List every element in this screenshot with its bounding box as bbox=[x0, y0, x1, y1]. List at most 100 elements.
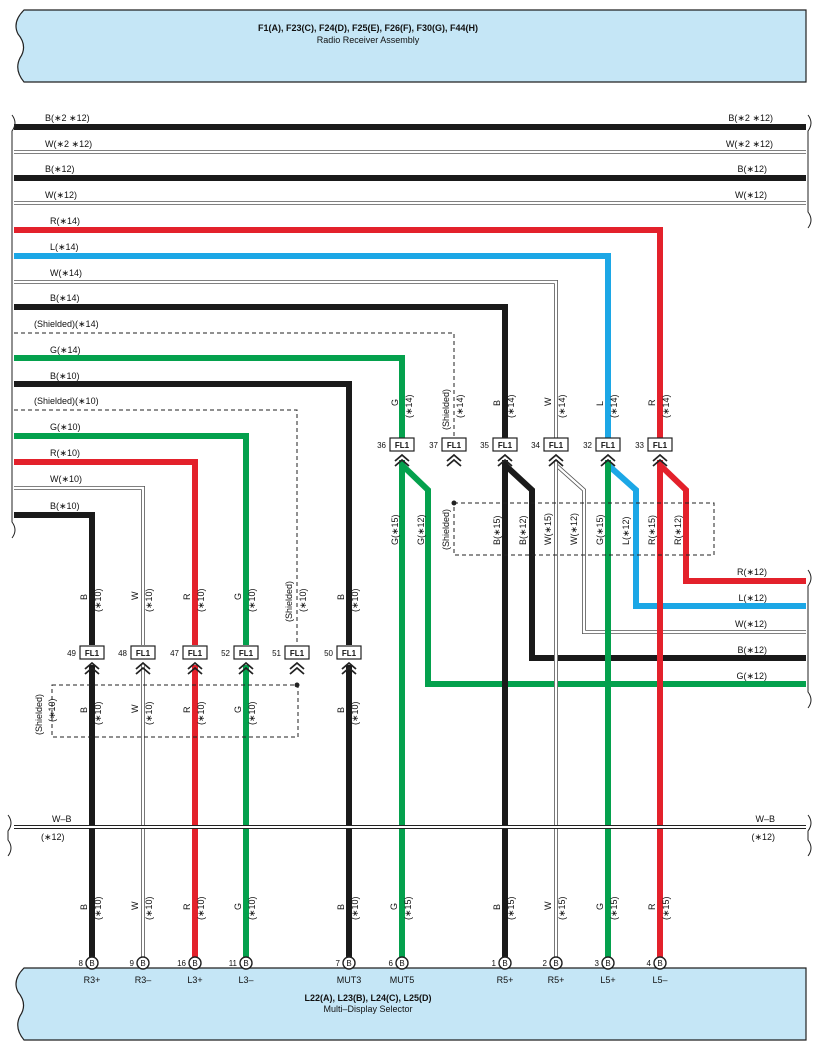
right-wire-labels: B(∗2 ∗12) W(∗2 ∗12) B(∗12) W(∗12) R(∗12)… bbox=[726, 113, 773, 681]
pin-number: 1 bbox=[492, 959, 497, 968]
right-wire-label: B(∗12) bbox=[737, 164, 767, 174]
wire-tag-label: (∗10) bbox=[196, 701, 206, 725]
left-wire-label: W(∗14) bbox=[50, 268, 82, 278]
pin-wire-tag: (∗15) bbox=[661, 896, 671, 920]
pin-name: R5+ bbox=[497, 975, 514, 985]
wire-color-label: (Shielded) bbox=[284, 581, 294, 622]
wire-tag-label: (∗10) bbox=[298, 588, 308, 612]
pin-name: L5– bbox=[652, 975, 667, 985]
wire-color-label: B bbox=[492, 400, 502, 406]
fl1-label: FL1 bbox=[85, 649, 100, 658]
wire-tag-label: (∗14) bbox=[557, 394, 567, 418]
right-wire-label: B(∗2 ∗12) bbox=[728, 113, 773, 123]
fl1-label: FL1 bbox=[601, 441, 616, 450]
wire-color-label: (Shielded) bbox=[441, 389, 451, 430]
pin-number: 16 bbox=[177, 959, 186, 968]
pin-name: R5+ bbox=[548, 975, 565, 985]
fl1-label: FL1 bbox=[395, 441, 410, 450]
wb-label-left: W–B bbox=[52, 814, 72, 824]
wire-below-label: R(∗12) bbox=[673, 515, 683, 545]
wire-color-label: W bbox=[130, 591, 140, 600]
pin-letter: B bbox=[140, 959, 145, 968]
wire-color-label: G bbox=[233, 593, 243, 600]
connector-pin-number: 48 bbox=[118, 649, 127, 658]
fl1-connector: FL1 50 bbox=[324, 645, 362, 675]
right-wire-label: W(∗12) bbox=[735, 619, 767, 629]
break-marks bbox=[7, 114, 812, 857]
wire-tag-label: (∗14) bbox=[609, 394, 619, 418]
wire-tag-label: (∗14) bbox=[506, 394, 516, 418]
right-wire-label: R(∗12) bbox=[737, 567, 767, 577]
pin-name: MUT3 bbox=[337, 975, 362, 985]
pin-number: 6 bbox=[389, 959, 394, 968]
wire-color-label: G bbox=[390, 399, 400, 406]
pin-number: 9 bbox=[130, 959, 135, 968]
wire-below-label: G(∗15) bbox=[390, 514, 400, 545]
connector-pin-number: 50 bbox=[324, 649, 333, 658]
connector-pin-number: 32 bbox=[583, 441, 592, 450]
pin-letter: B bbox=[502, 959, 507, 968]
right-wire-label: L(∗12) bbox=[738, 593, 767, 603]
wb-label-right: W–B bbox=[755, 814, 775, 824]
radio-receiver-assembly: F1(A), F23(C), F24(D), F25(E), F26(F), F… bbox=[15, 9, 807, 83]
pin-vertical-labels: B(∗10)W(∗10)R(∗10)G(∗10)B(∗10)G(∗15)B(∗1… bbox=[79, 896, 671, 920]
pin-wire-color: G bbox=[233, 903, 243, 910]
pin-wire-color: B bbox=[79, 904, 89, 910]
top-box-subtitle: Radio Receiver Assembly bbox=[317, 35, 420, 45]
right-wire-label: B(∗12) bbox=[737, 645, 767, 655]
pin-wire-tag: (∗15) bbox=[609, 896, 619, 920]
pin-wire-color: B bbox=[492, 904, 502, 910]
wb-tag-right: (∗12) bbox=[751, 832, 775, 842]
wire-color-label: W bbox=[130, 704, 140, 713]
wire-tag-label: (∗10) bbox=[350, 588, 360, 612]
pin-wire-tag: (∗10) bbox=[144, 896, 154, 920]
upper-wires bbox=[14, 227, 663, 645]
wire-below-label: G(∗15) bbox=[595, 514, 605, 545]
wire-tag-label: (∗10) bbox=[93, 588, 103, 612]
connector-pin-number: 52 bbox=[221, 649, 230, 658]
fl1-label: FL1 bbox=[447, 441, 462, 450]
right-wire-label: W(∗12) bbox=[735, 190, 767, 200]
wire-below-label: W(∗12) bbox=[569, 513, 579, 545]
pin-wire-color: G bbox=[595, 903, 605, 910]
pin-wire-color: R bbox=[647, 903, 657, 910]
pin-wire-tag: (∗15) bbox=[506, 896, 516, 920]
wire-tag-label: (∗10) bbox=[144, 701, 154, 725]
wire-tag-label: (∗10) bbox=[247, 588, 257, 612]
left-wire-label: B(∗10) bbox=[50, 371, 80, 381]
left-wire-label: G(∗10) bbox=[50, 422, 81, 432]
wire-tag-label: (∗10) bbox=[93, 701, 103, 725]
fl1-label: FL1 bbox=[342, 649, 357, 658]
wire-color-label: W bbox=[543, 397, 553, 406]
pin-wire-tag: (∗10) bbox=[247, 896, 257, 920]
left-wire-label: (Shielded)(∗10) bbox=[34, 396, 99, 406]
fl1-label: FL1 bbox=[549, 441, 564, 450]
left-wire-label: W(∗10) bbox=[50, 474, 82, 484]
wire-below-label: R(∗15) bbox=[647, 515, 657, 545]
pin-number: 2 bbox=[543, 959, 548, 968]
fl1-label: FL1 bbox=[498, 441, 513, 450]
fl1-connector: FL1 32 bbox=[583, 437, 621, 467]
wire-tag-label: (∗10) bbox=[196, 588, 206, 612]
wire-color-label: R bbox=[647, 399, 657, 406]
top-box-title: F1(A), F23(C), F24(D), F25(E), F26(F), F… bbox=[258, 23, 478, 33]
wire-color-label: B bbox=[336, 594, 346, 600]
pin-letter: B bbox=[89, 959, 94, 968]
pin-wire-tag: (∗10) bbox=[93, 896, 103, 920]
fl1-label: FL1 bbox=[188, 649, 203, 658]
fl1-label: FL1 bbox=[653, 441, 668, 450]
pin-wire-tag: (∗15) bbox=[403, 896, 413, 920]
wire-color-label: R bbox=[182, 593, 192, 600]
pin-wire-tag: (∗10) bbox=[350, 896, 360, 920]
